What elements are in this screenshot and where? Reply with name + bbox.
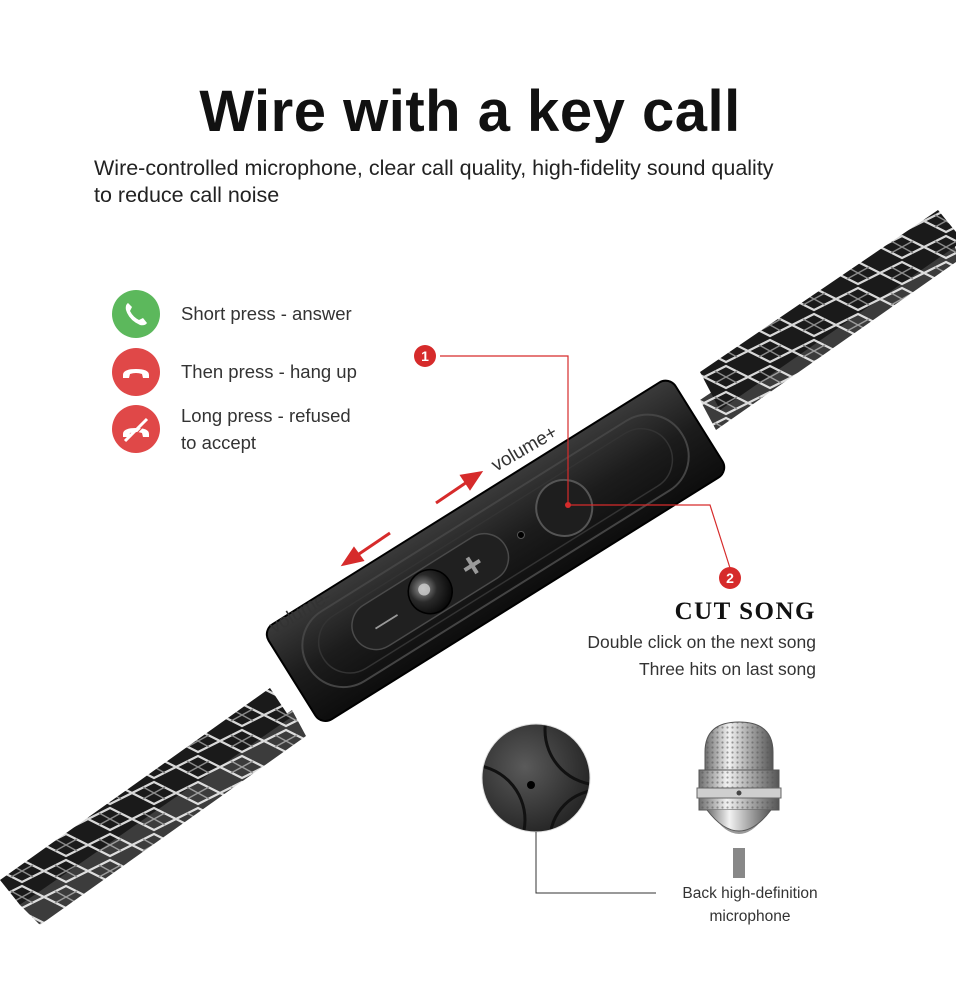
callout-badge-1: 1 [414, 345, 436, 367]
cable-upper [700, 210, 956, 430]
microphone-icon [696, 721, 782, 878]
callout-line-2 [568, 504, 731, 569]
call-function-refuse-text-2: to accept [181, 432, 257, 453]
call-function-hangup: Then press - hang up [112, 348, 357, 396]
call-function-refuse-text: Long press - refused [181, 405, 351, 426]
mic-callout-line [535, 832, 656, 894]
call-function-answer: Short press - answer [112, 290, 352, 338]
page-subtitle: Wire-controlled microphone, clear call q… [94, 155, 874, 209]
microphone-caption-line-2: microphone [709, 908, 791, 925]
cable-lower [0, 688, 306, 925]
call-function-refuse: Long press - refused to accept [112, 405, 351, 456]
phone-answer-icon [112, 290, 160, 338]
page-title: Wire with a key call [199, 79, 741, 144]
subtitle-line-1: Wire-controlled microphone, clear call q… [94, 156, 774, 180]
remote-closeup [481, 723, 591, 833]
call-function-answer-text: Short press - answer [181, 303, 352, 324]
microphone-caption-line-1: Back high-definition [682, 885, 818, 902]
phone-refuse-icon [112, 405, 160, 453]
callout-line-1 [440, 355, 569, 505]
phone-hangup-icon [112, 348, 160, 396]
cut-song-line-2: Three hits on last song [638, 659, 816, 679]
cut-song-title: CUT SONG [674, 598, 816, 625]
volume-up-arrow [435, 470, 484, 505]
microphone-caption: Back high-definition microphone [650, 882, 850, 928]
call-function-hangup-text: Then press - hang up [181, 361, 357, 382]
subtitle-line-2: to reduce call noise [94, 183, 280, 207]
callout-badge-2: 2 [719, 567, 741, 589]
cut-song-line-1: Double click on the next song [587, 632, 816, 652]
remote-control: — + [265, 379, 726, 722]
volume-down-arrow [340, 531, 391, 567]
